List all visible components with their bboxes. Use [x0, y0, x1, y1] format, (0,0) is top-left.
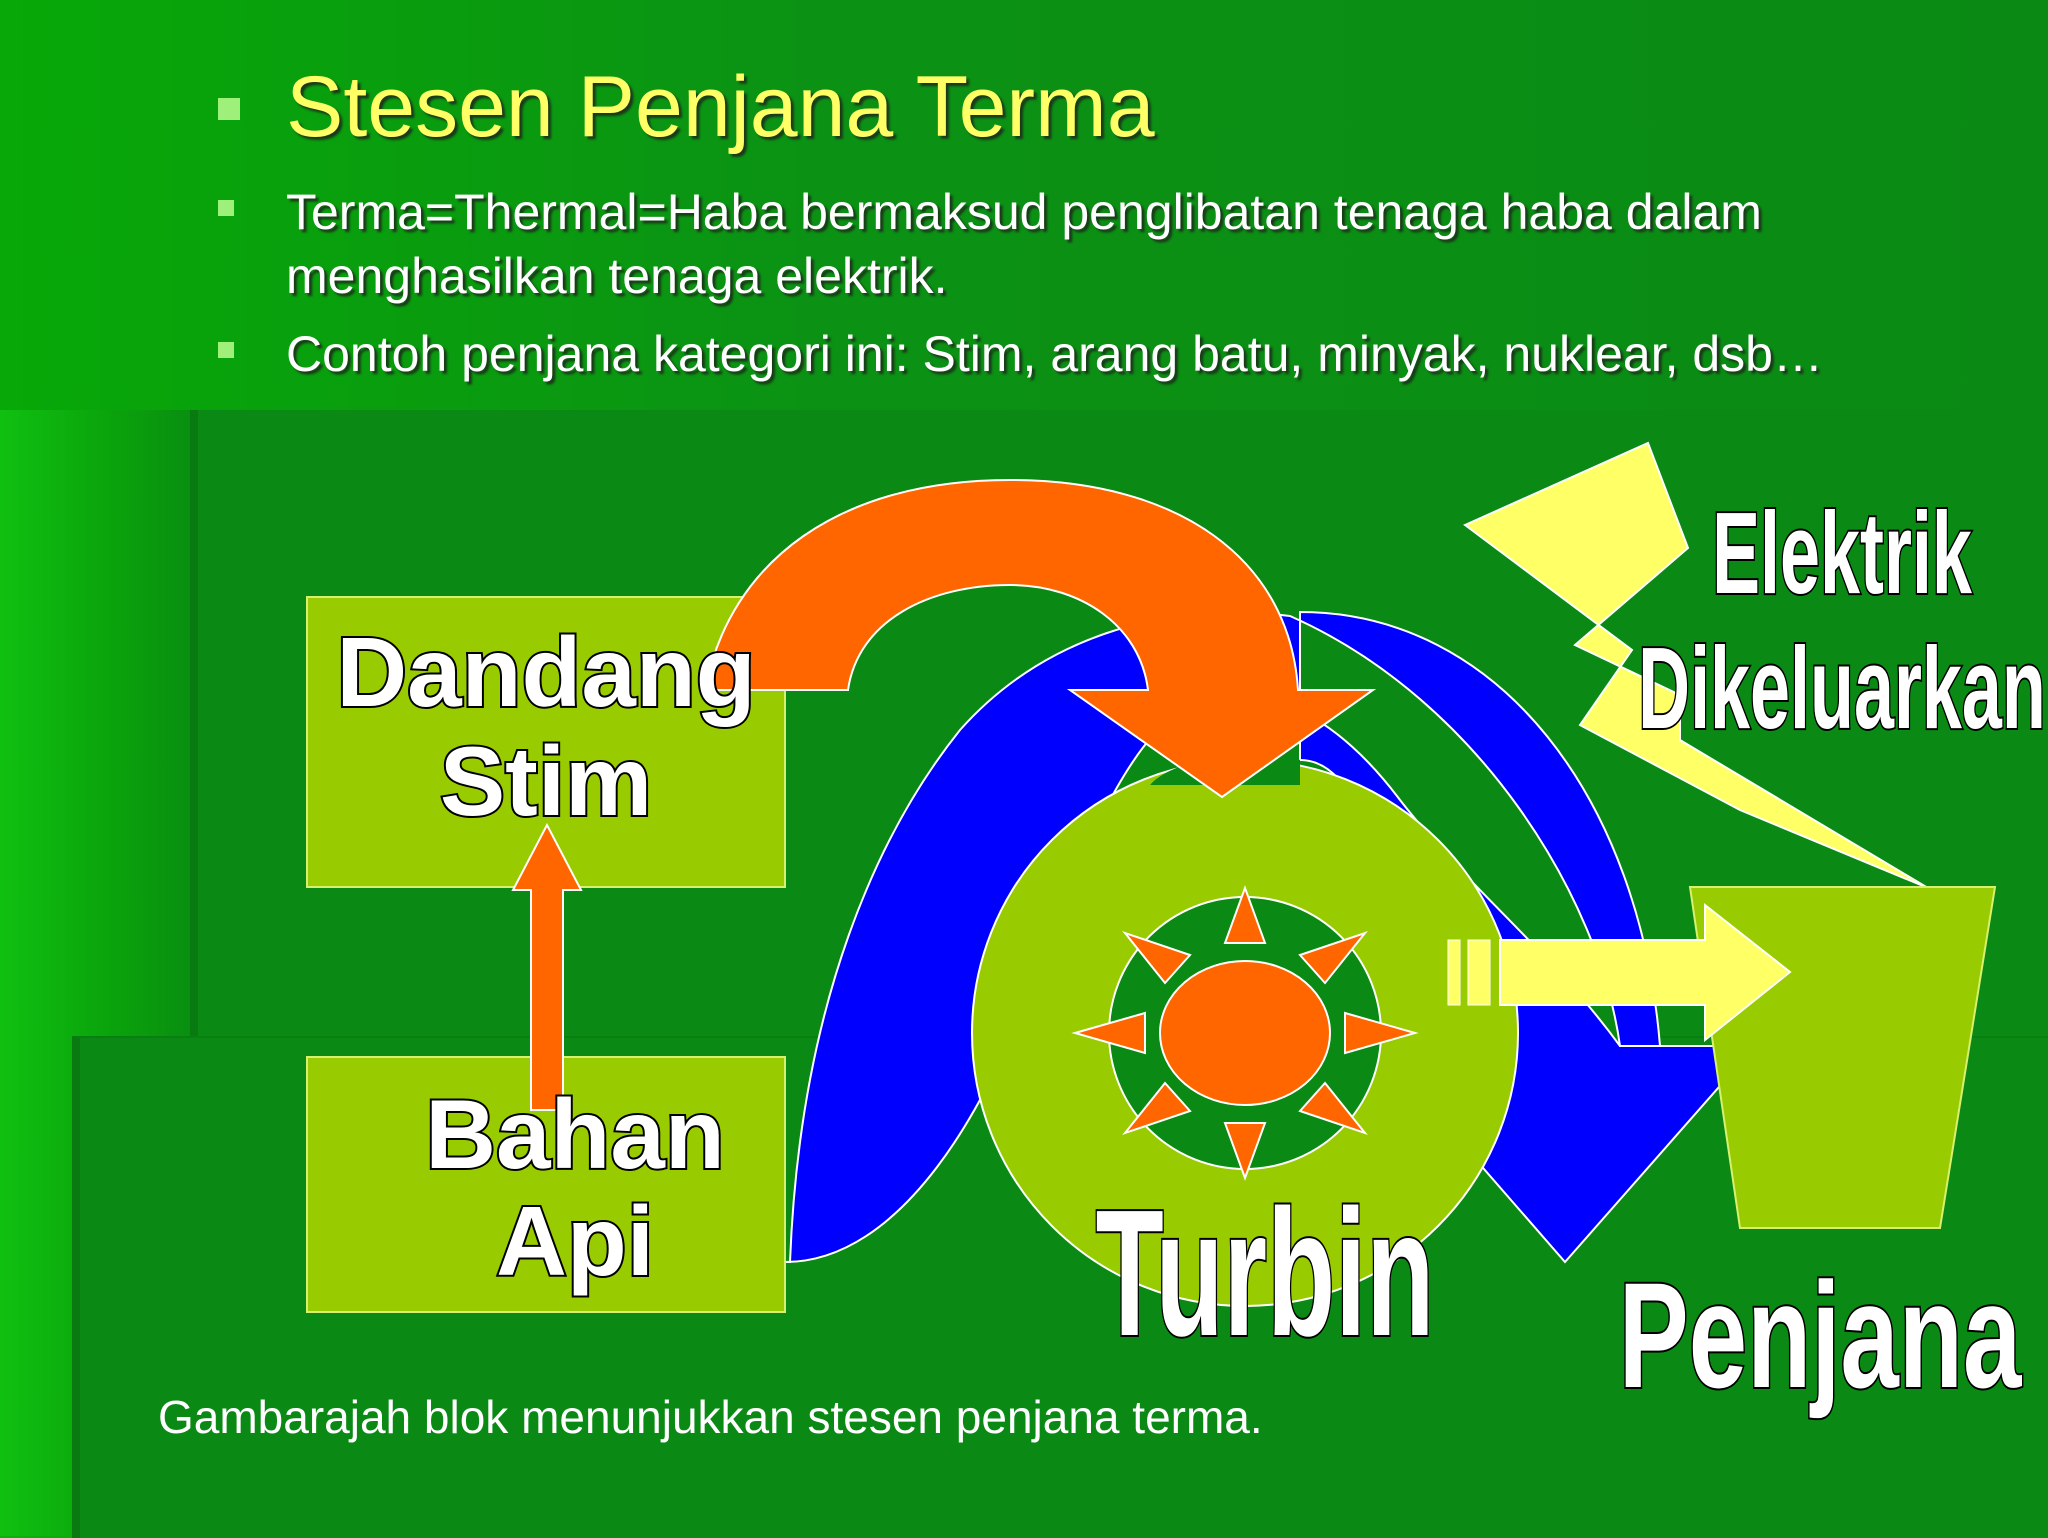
fuel-label-line2: Api: [496, 1186, 654, 1296]
square-bullet-icon: [218, 98, 240, 120]
bullet-text-2: Contoh penjana kategori ini: Stim, arang…: [286, 326, 1823, 382]
bullet-text-1: Terma=Thermal=Haba bermaksud penglibatan…: [286, 184, 1762, 304]
diagram-caption: Gambarajah blok menunjukkan stesen penja…: [158, 1391, 1263, 1443]
fuel-label-line1: Bahan: [425, 1079, 725, 1189]
sun-gear-icon: [1071, 885, 1419, 1181]
turbine-label: Turbin: [1096, 1172, 1435, 1374]
fuel-to-boiler-arrow: [511, 822, 583, 1111]
output-label-line2: Dikeluarkan: [1638, 625, 2046, 754]
output-label-line1: Elektrik: [1712, 490, 1972, 619]
slide-title: Stesen Penjana Terma: [286, 59, 1155, 155]
square-bullet-icon: [218, 200, 234, 216]
background-top: [0, 0, 2048, 410]
square-bullet-icon: [218, 342, 234, 358]
heat-arrow: [703, 478, 1377, 799]
lightning-bolt-icon: [1463, 441, 1929, 889]
turbine-to-generator-arrow: [1447, 902, 1792, 1043]
generator-label: Penjana: [1619, 1253, 2022, 1420]
boiler-label-line2: Stim: [440, 726, 652, 836]
boiler-label-line1: Dandang: [336, 617, 755, 727]
